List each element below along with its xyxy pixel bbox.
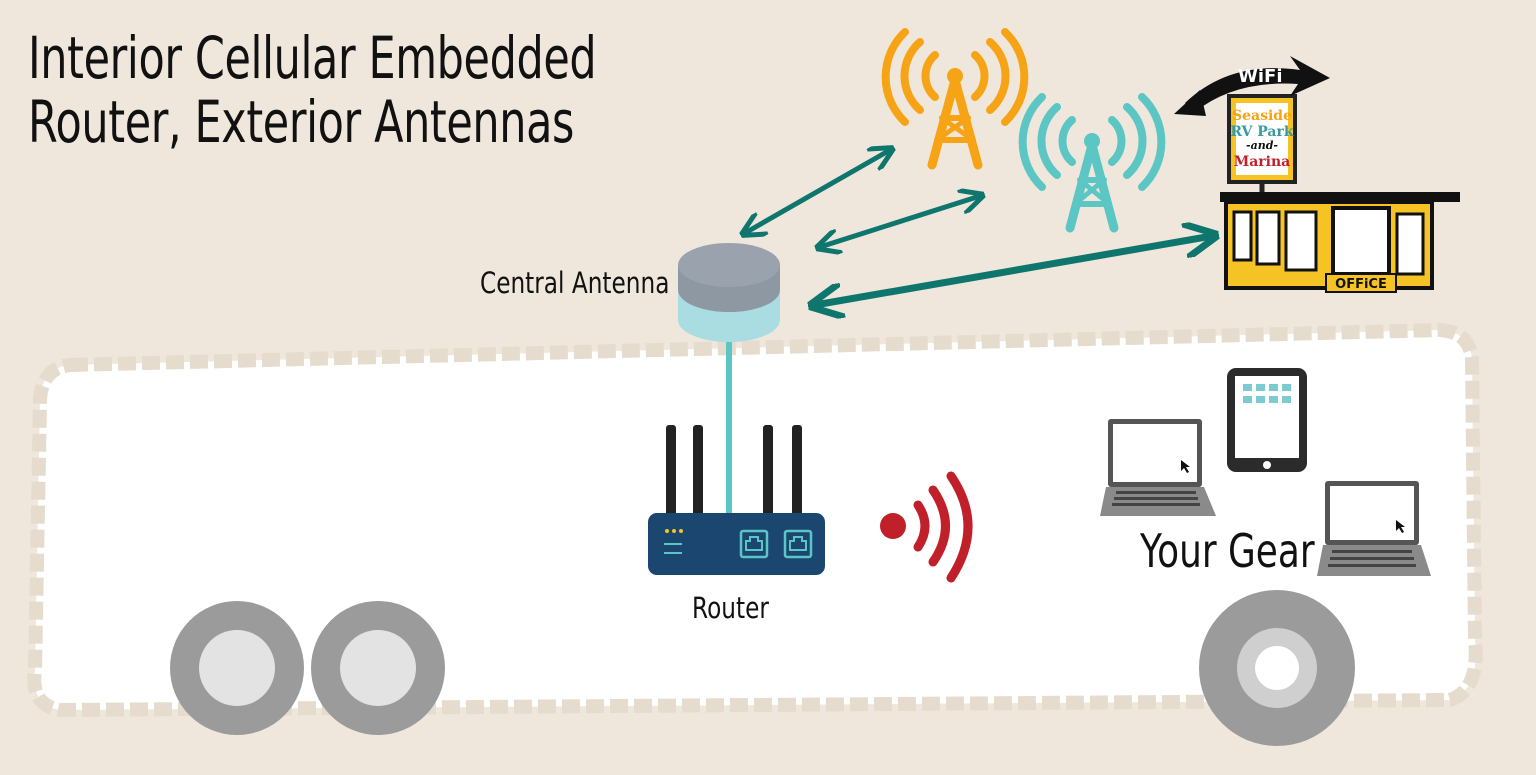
diagram-title: Interior Cellular Embedded Router, Exter… [28,24,597,156]
laptop-icon [1317,481,1431,576]
your-gear-label: Your Gear [1140,524,1315,578]
front-wheel [1199,590,1355,746]
rear-wheel-1 [170,601,304,735]
sign-line3: -and- [1246,139,1278,152]
office-sign-text: OFFiCE [1335,277,1387,292]
laptop-icon [1100,419,1216,516]
router-icon [648,425,825,575]
sign-line1: Seaside [1232,108,1292,124]
central-antenna-label: Central Antenna [480,266,670,300]
router-label: Router [692,591,769,625]
title-line-1: Interior Cellular Embedded [28,24,597,92]
sign-line4: Marina [1234,154,1291,170]
campground-office-icon [1174,56,1460,293]
arrow-antenna-to-office [815,236,1212,305]
wifi-signal-icon [880,471,973,583]
arrow-antenna-to-orange-tower [745,150,890,233]
arrow-antenna-to-teal-tower [820,196,980,247]
cell-tower-teal-icon [1018,93,1166,233]
cell-tower-orange-icon [881,28,1029,170]
title-line-2: Router, Exterior Antennas [28,88,575,156]
central-antenna-icon [678,243,780,342]
sign-line2: RV Park [1230,124,1293,140]
sign-wifi-text: WiFi [1238,66,1283,87]
tablet-icon [1227,368,1307,472]
rear-wheel-2 [311,601,445,735]
